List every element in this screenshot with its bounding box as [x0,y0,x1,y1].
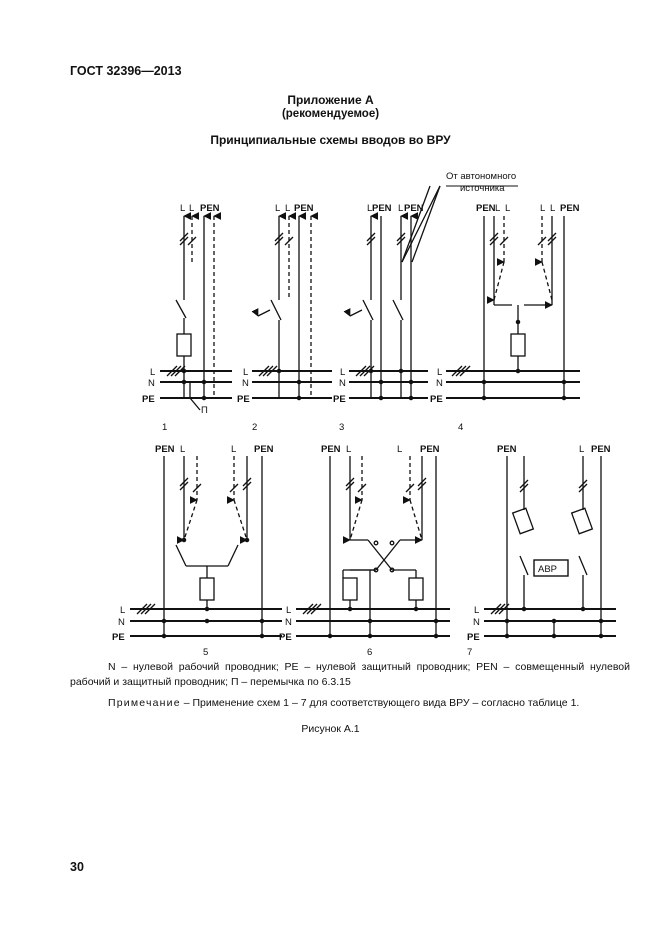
svg-text:L: L [579,444,584,455]
source-label-line2: источника [460,183,505,194]
svg-text:5: 5 [203,647,208,658]
appendix-title: Приложение А [287,93,374,107]
svg-text:PEN: PEN [321,444,341,455]
svg-text:L: L [505,203,510,214]
svg-text:PEN: PEN [294,203,314,214]
svg-text:L: L [474,605,479,616]
svg-text:L: L [243,367,248,378]
jumper-label: П [201,405,208,416]
svg-text:L: L [180,203,185,214]
svg-text:L: L [275,203,280,214]
svg-text:N: N [148,378,155,389]
svg-text:L: L [495,203,500,214]
svg-text:PE: PE [333,394,346,405]
svg-text:N: N [339,378,346,389]
svg-text:PE: PE [142,394,155,405]
svg-text:L: L [189,203,194,214]
page-number: 30 [70,860,84,874]
scheme-1 [160,212,232,411]
svg-text:PEN: PEN [155,444,175,455]
svg-text:7: 7 [467,647,472,658]
svg-text:PEN: PEN [420,444,440,455]
svg-text:N: N [436,378,443,389]
note-text: – Применение схем 1 – 7 для соответствую… [180,697,580,709]
svg-text:L: L [286,605,291,616]
svg-text:6: 6 [367,647,372,658]
svg-text:L: L [340,367,345,378]
svg-text:L: L [550,203,555,214]
note: Примечание – Применение схем 1 – 7 для с… [70,697,630,709]
svg-text:L: L [437,367,442,378]
svg-text:L: L [398,203,403,214]
svg-text:N: N [242,378,249,389]
scheme-4 [401,185,580,401]
svg-text:PEN: PEN [497,444,517,455]
avr-label: АВР [538,564,557,575]
scheme-6 [296,456,450,639]
document-code: ГОСТ 32396—2013 [70,64,182,78]
svg-text:PEN: PEN [254,444,274,455]
figure-caption: Рисунок А.1 [301,723,360,735]
svg-text:PEN: PEN [591,444,611,455]
svg-text:L: L [285,203,290,214]
wiring-diagrams: От автономного источника L L PEN L L PEN… [112,171,616,658]
svg-text:L: L [397,444,402,455]
svg-text:PEN: PEN [476,203,496,214]
svg-text:L: L [540,203,545,214]
legend-text: N – нулевой рабочий проводник; PE – нуле… [70,661,630,688]
svg-text:PEN: PEN [404,203,424,214]
scheme-2 [251,212,332,401]
svg-text:N: N [473,617,480,628]
note-label: Примечание [108,697,181,709]
svg-text:PE: PE [430,394,443,405]
svg-text:PE: PE [279,632,292,643]
appendix-subtitle: (рекомендуемое) [281,108,380,120]
scheme-5 [130,456,282,639]
svg-text:1: 1 [162,422,167,433]
svg-text:4: 4 [458,422,463,433]
svg-text:2: 2 [252,422,257,433]
svg-text:L: L [150,367,155,378]
svg-text:L: L [367,203,372,214]
svg-text:PE: PE [112,632,125,643]
svg-text:L: L [120,605,125,616]
svg-text:L: L [231,444,236,455]
svg-text:3: 3 [339,422,344,433]
svg-text:PEN: PEN [560,203,580,214]
svg-text:L: L [346,444,351,455]
scheme-7 [484,456,616,639]
scheme-3 [343,185,441,401]
svg-text:L: L [180,444,185,455]
svg-text:PE: PE [237,394,250,405]
source-label-line1: От автономного [446,171,516,182]
svg-text:PEN: PEN [200,203,220,214]
svg-text:N: N [118,617,125,628]
diagram-labels: От автономного источника L L PEN L L PEN… [112,171,611,658]
svg-text:PE: PE [467,632,480,643]
svg-text:N: N [285,617,292,628]
svg-text:PEN: PEN [372,203,392,214]
figure-heading: Принципиальные схемы вводов во ВРУ [210,133,451,147]
